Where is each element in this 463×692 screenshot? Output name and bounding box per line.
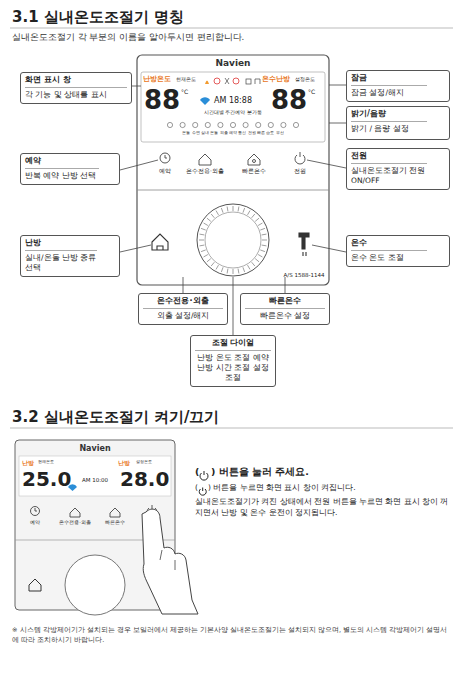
callout-box: 조절 다이얼난방 온도 조절 예약 난방 시간 조절 설정 조절: [190, 335, 276, 387]
callout-body: 실내온도조절기 전원 ON/OFF: [351, 166, 427, 186]
callout-heading: 화면 표시 창: [25, 75, 127, 88]
callout-heading: 예약: [25, 156, 99, 169]
text-label: 28.0: [120, 467, 169, 491]
callout-heading: 밝기/음량: [351, 109, 427, 122]
callout-body: 반복 예약 난방 선택: [25, 171, 99, 181]
section-title: 3.1 실내온도조절기 명칭: [12, 8, 184, 26]
text-label: 전원: [294, 167, 306, 174]
text-label: 시간대별 주간예약 분가동: [204, 110, 262, 115]
text-label: 난방온도: [143, 75, 171, 83]
callout-body: 밝기 / 음량 설정: [351, 124, 427, 134]
text-label: 88: [271, 85, 307, 116]
callout-box: 예약반복 예약 난방 선택: [20, 153, 120, 185]
callout-body: 외출 설정/해지: [143, 311, 223, 321]
text-label: Navien: [79, 444, 110, 454]
callout-box: 빠른온수빠른온수 설정: [240, 293, 330, 325]
callout-box: 난방실내/온돌 난방 종류 선택: [20, 235, 120, 277]
text-label: 예약: [159, 167, 171, 174]
text-label: 온수전용·외출: [186, 167, 224, 174]
text-label: ) 버튼을 누르면 화면 표시 창이 켜집니다.: [208, 483, 356, 492]
text-label: 설정온도: [295, 77, 315, 82]
text-label: °C: [308, 88, 315, 95]
text-label: A/S 1588-1144: [284, 272, 325, 279]
text-label: (: [195, 483, 198, 492]
callout-box: 밝기/음량밝기 / 음량 설정: [346, 106, 450, 140]
text-label: AM 18:88: [214, 96, 252, 106]
text-label: 빠른온수: [105, 519, 125, 525]
text-label: °C: [181, 88, 188, 95]
callout-box: 잠금잠금 설정/해지: [346, 70, 450, 102]
text-label: 실내온도조절기가 켜진 상태에서 전원 버튼을 누르면 화면 표시 창이 꺼지면…: [195, 496, 450, 519]
callout-box: 전원실내온도조절기 전원 ON/OFF: [346, 148, 450, 190]
callout-heading: 조절 다이얼: [195, 338, 271, 351]
callout-body: 잠금 설정/해지: [351, 88, 427, 98]
callout-box: 화면 표시 창각 기능 및 상태를 표시: [20, 72, 132, 104]
text-label: (: [195, 466, 199, 477]
text-label: 현재온도: [176, 77, 196, 82]
callout-heading: 온수: [351, 238, 427, 251]
text-label: AM 10:00: [82, 477, 108, 484]
callout-heading: 잠금: [351, 73, 427, 86]
callout-heading: 난방: [25, 238, 97, 251]
callout-body: 온수 온도 조절: [351, 253, 427, 263]
text-label: 실내온도조절기 각 부분의 이름을 알아두시면 편리합니다.: [12, 32, 244, 42]
callout-body: 빠른온수 설정: [245, 311, 325, 321]
callout-heading: 온수전용·외출: [143, 296, 223, 309]
callout-box: 온수온수 온도 조절: [346, 235, 450, 267]
text-label: 온수난방: [262, 75, 290, 83]
text-label: ※ 시스템 각방제어기가 설치되는 경우 보일러에서 제공하는 기본사양 실내온…: [12, 626, 452, 646]
callout-heading: 빠른온수: [245, 296, 325, 309]
text-label: 난방: [22, 459, 34, 466]
callout-box: 온수전용·외출외출 설정/해지: [138, 293, 228, 325]
text-label: 설정온도: [136, 460, 152, 465]
text-label: 빠른온수: [242, 167, 266, 174]
text-label: 3.2 실내온도조절기 켜기/끄기: [12, 408, 220, 426]
text-label: 온돌 수면 실내 온돌 외출 예약 통신 전원 빠른 습도 무선: [182, 130, 284, 135]
text-label: ) 버튼을 눌러 주세요.: [211, 466, 309, 477]
text-label: 난방: [118, 459, 130, 466]
callout-body: 난방 온도 조절 예약 난방 시간 조절 설정 조절: [195, 353, 271, 383]
text-label: 예약: [30, 519, 40, 525]
callout-body: 각 기능 및 상태를 표시: [25, 90, 127, 100]
text-label: 88: [144, 85, 180, 116]
text-label: 온수전용·외출: [59, 519, 91, 525]
callout-heading: 전원: [351, 151, 427, 164]
text-label: Navien: [215, 58, 250, 69]
text-label: 현재온도: [38, 460, 54, 465]
text-label: 25.0: [22, 467, 71, 491]
callout-body: 실내/온돌 난방 종류 선택: [25, 253, 97, 273]
